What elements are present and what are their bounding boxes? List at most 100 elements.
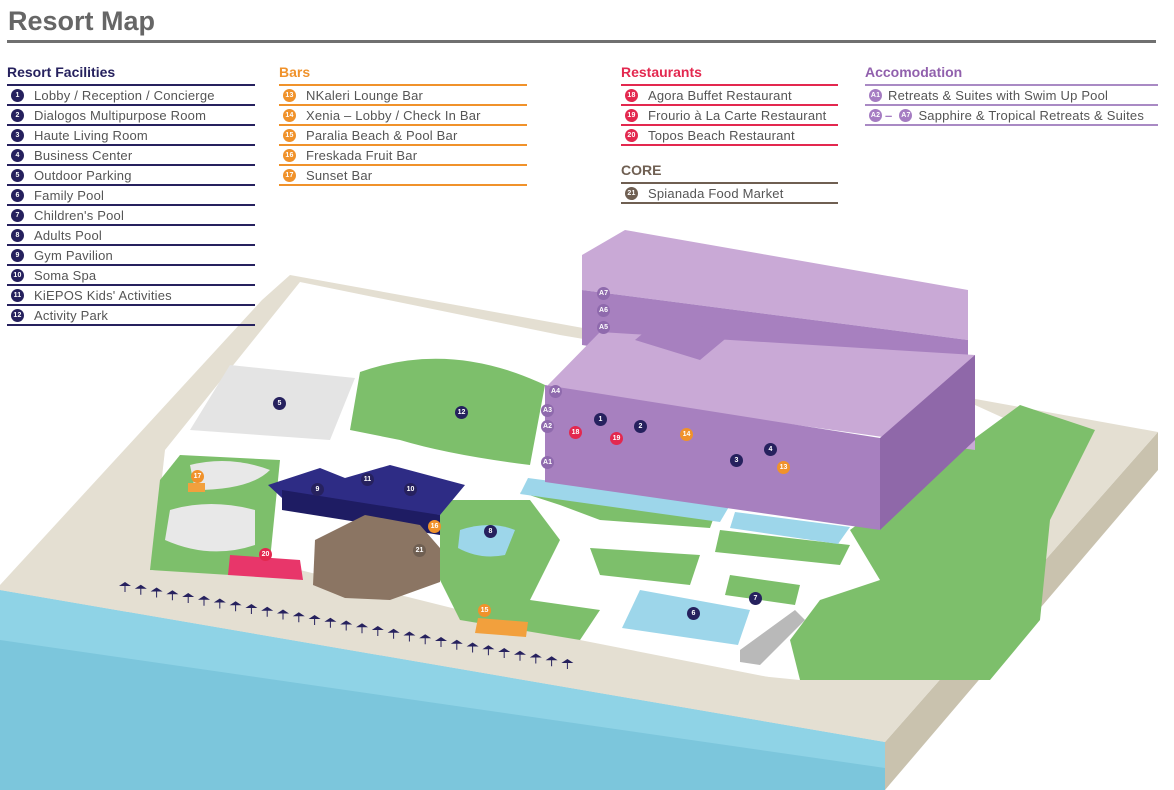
map-marker[interactable]: A2 bbox=[541, 420, 554, 433]
service-building bbox=[740, 610, 805, 665]
map-marker[interactable]: A1 bbox=[541, 456, 554, 469]
marker-badge: 2 bbox=[11, 108, 24, 122]
legend-heading: CORE bbox=[621, 162, 662, 178]
marker-badge: 10 bbox=[11, 268, 24, 282]
map-marker[interactable]: A4 bbox=[549, 385, 562, 398]
legend-heading: Accomodation bbox=[865, 64, 963, 80]
legend-item[interactable]: 10 Soma Spa bbox=[7, 266, 255, 286]
map-marker[interactable]: 2 bbox=[634, 420, 647, 433]
umbrella-icon bbox=[119, 582, 131, 592]
marker-badge: 8 bbox=[11, 228, 24, 242]
legend-label: Haute Living Room bbox=[34, 127, 148, 143]
beach-umbrellas bbox=[119, 582, 574, 669]
marker-badge: 15 bbox=[283, 128, 296, 142]
map-marker[interactable]: A6 bbox=[597, 304, 610, 317]
map-marker[interactable]: 13 bbox=[777, 461, 790, 474]
map-marker[interactable]: 7 bbox=[749, 592, 762, 605]
map-marker[interactable]: 8 bbox=[484, 525, 497, 538]
map-marker[interactable]: 17 bbox=[191, 470, 204, 483]
map-marker[interactable]: 4 bbox=[764, 443, 777, 456]
legend-heading: Resort Facilities bbox=[7, 64, 116, 80]
umbrella-icon bbox=[419, 634, 432, 645]
umbrella-icon bbox=[213, 598, 226, 609]
umbrella-icon bbox=[292, 612, 305, 623]
map-marker[interactable]: 20 bbox=[259, 548, 272, 561]
legend-label: Topos Beach Restaurant bbox=[648, 127, 795, 143]
map-marker[interactable]: 14 bbox=[680, 428, 693, 441]
map-marker[interactable]: 5 bbox=[273, 397, 286, 410]
map-marker[interactable]: A7 bbox=[597, 287, 610, 300]
map-marker[interactable]: 3 bbox=[730, 454, 743, 467]
umbrella-icon bbox=[277, 609, 289, 620]
legend-item[interactable]: 21 Spianada Food Market bbox=[621, 184, 838, 204]
legend-label: Business Center bbox=[34, 147, 133, 163]
map-marker[interactable]: 18 bbox=[569, 426, 582, 439]
map-marker[interactable]: 19 bbox=[610, 432, 623, 445]
map-marker[interactable]: A5 bbox=[597, 321, 610, 334]
marker-badge: 21 bbox=[625, 186, 638, 200]
map-marker[interactable]: 6 bbox=[687, 607, 700, 620]
legend-label: Family Pool bbox=[34, 187, 105, 203]
paralia-bar bbox=[475, 618, 528, 637]
marker-badge: A1 bbox=[869, 88, 882, 102]
legend-item[interactable]: 6 Family Pool bbox=[7, 186, 255, 206]
marker-badge: 13 bbox=[283, 88, 296, 102]
legend-label: Spianada Food Market bbox=[648, 185, 784, 201]
map-marker[interactable]: 12 bbox=[455, 406, 468, 419]
marker-badge: 1 bbox=[11, 88, 24, 102]
legend-label: Soma Spa bbox=[34, 267, 97, 283]
map-marker[interactable]: 9 bbox=[311, 483, 324, 496]
map-marker[interactable]: 16 bbox=[428, 520, 441, 533]
umbrella-icon bbox=[245, 604, 258, 614]
umbrella-icon bbox=[340, 620, 353, 631]
marker-badge: 6 bbox=[11, 188, 24, 202]
umbrella-icon bbox=[150, 587, 163, 598]
umbrella-icon bbox=[182, 593, 195, 603]
map-marker[interactable]: 1 bbox=[594, 413, 607, 426]
marker-badge: 11 bbox=[11, 288, 24, 302]
legend-label: Frourio à La Carte Restaurant bbox=[648, 107, 827, 123]
map-marker[interactable]: 15 bbox=[478, 604, 491, 617]
umbrella-icon bbox=[498, 648, 511, 658]
umbrella-icon bbox=[261, 606, 274, 617]
map-marker[interactable]: A3 bbox=[541, 404, 554, 417]
umbrella-icon bbox=[387, 628, 400, 639]
umbrella-icon bbox=[198, 595, 210, 606]
umbrella-icon bbox=[356, 623, 368, 634]
beach-sand bbox=[0, 560, 885, 742]
map-marker[interactable]: 10 bbox=[404, 483, 417, 496]
legend-label: Agora Buffet Restaurant bbox=[648, 87, 792, 103]
marker-badge: 12 bbox=[11, 308, 24, 322]
legend-label: Retreats & Suites with Swim Up Pool bbox=[888, 87, 1109, 103]
umbrella-icon bbox=[229, 601, 242, 612]
umbrella-icon bbox=[466, 642, 479, 653]
legend-item[interactable]: A1 Retreats & Suites with Swim Up Pool bbox=[865, 86, 1158, 106]
legend-label: Gym Pavilion bbox=[34, 247, 113, 263]
map-marker[interactable]: 11 bbox=[361, 473, 374, 486]
range-dash: – bbox=[885, 107, 893, 123]
map-marker[interactable]: 21 bbox=[413, 544, 426, 557]
umbrella-icon bbox=[529, 653, 542, 664]
